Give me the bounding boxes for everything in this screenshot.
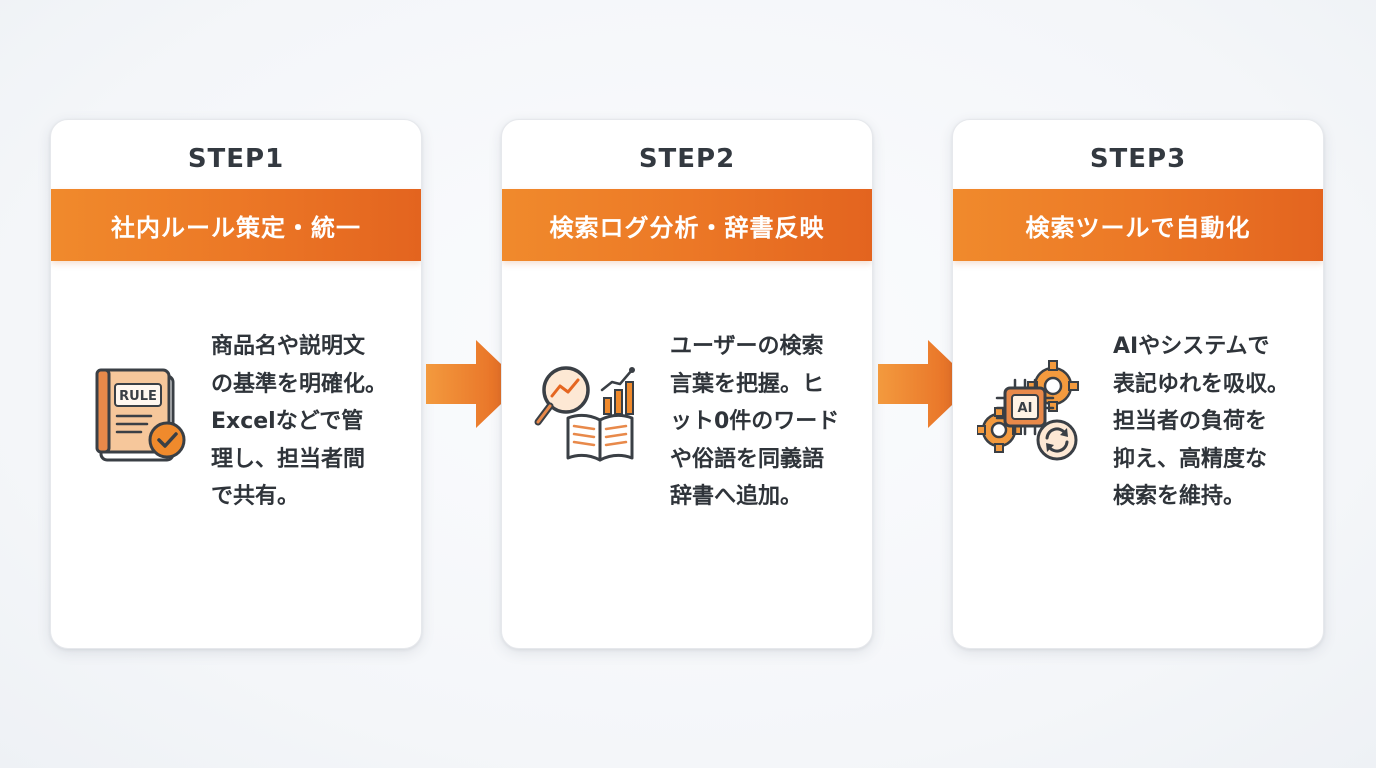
step-label: STEP1 xyxy=(187,144,285,174)
step-description: ユーザーの検索 言葉を把握。ヒ ット0件のワード や俗語を同義語 辞書へ追加。 xyxy=(670,334,840,509)
step-title-band: 社内ルール策定・統一 xyxy=(51,189,421,261)
icon-label-rule: RULE xyxy=(119,389,157,404)
step-description: 商品名や説明文 の基準を明確化。 Excelなどで管 理し、担当者間 で共有。 xyxy=(211,334,388,509)
step-card-3: STEP3 検索ツールで自動化 xyxy=(952,119,1324,649)
ai-gear-automation-icon: AI xyxy=(977,360,1079,461)
search-analytics-book-icon xyxy=(534,366,635,462)
step-label: STEP2 xyxy=(638,144,736,174)
step-title: 検索ログ分析・辞書反映 xyxy=(549,213,825,242)
step-title: 検索ツールで自動化 xyxy=(1025,213,1251,242)
icon-label-ai: AI xyxy=(1018,401,1033,416)
step-title: 社内ルール策定・統一 xyxy=(111,213,361,242)
step-title-band: 検索ログ分析・辞書反映 xyxy=(502,189,872,261)
arrow-right-icon xyxy=(426,340,522,428)
step-title-band: 検索ツールで自動化 xyxy=(953,189,1323,261)
arrow-right-icon xyxy=(878,340,974,428)
rule-book-check-icon: RULE xyxy=(95,368,186,462)
step-description: AIやシステムで 表記ゆれを吸収。 担当者の負荷を 抑え、高精度な 検索を維持。 xyxy=(1113,334,1290,509)
step-label: STEP3 xyxy=(1089,144,1187,174)
step-card-1: STEP1 社内ルール策定・統一 RULE 商品名や説明文 の基準を明確化。 E… xyxy=(50,119,422,649)
step-card-2: STEP2 検索ログ分析・辞書反映 ユーザーの検索 言葉を把 xyxy=(501,119,873,649)
